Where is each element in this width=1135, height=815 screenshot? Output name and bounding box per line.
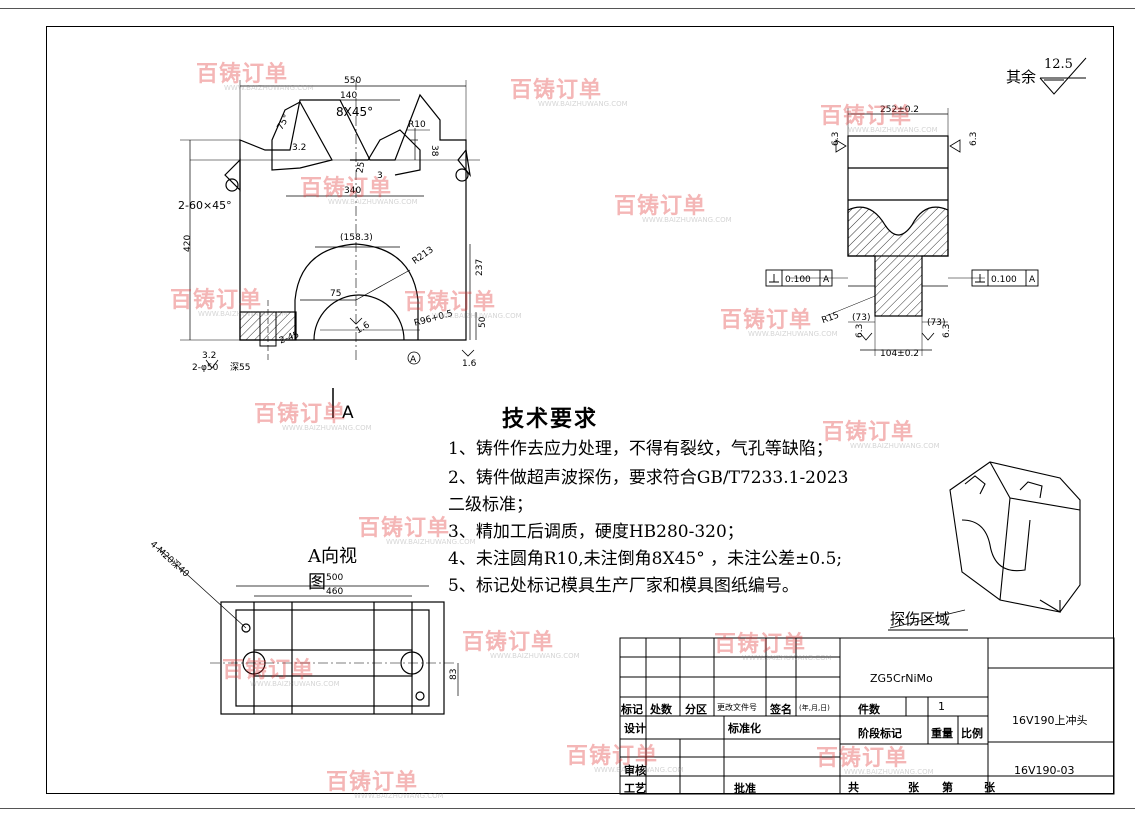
rough-3-2-top: 3.2 [292, 143, 306, 153]
roughness-label: 其余 [1006, 68, 1037, 86]
rough-3-2-bottom: 3.2 [202, 351, 216, 361]
dim-25: 25 [356, 161, 368, 174]
tb-count-value: 1 [938, 700, 945, 713]
tech-line-4: 3、精加工后调质，硬度HB280-320； [448, 522, 744, 542]
datum-a-label: A [410, 355, 417, 365]
a-view-title-1: A向视 [308, 546, 357, 567]
rough-left: 6.3 [831, 132, 841, 146]
a-view [157, 547, 459, 715]
dim-38: 38 [429, 145, 439, 157]
holes-label: 4-M20深40 [148, 539, 192, 580]
title-block-grid [619, 637, 1115, 795]
dim-height-420: 420 [183, 235, 193, 252]
tb-weight: 重量 [931, 727, 953, 740]
tb-part-name: 16V190上冲头 [1012, 714, 1088, 727]
tb-total: 共 [848, 781, 859, 794]
dim-fillet: R10 [408, 120, 426, 130]
side-view [765, 108, 1039, 356]
gdt-right-datum: A [1029, 275, 1036, 285]
dim-overall-width: 550 [344, 76, 361, 86]
drawing-frame [46, 26, 1114, 794]
dim-500: 500 [326, 573, 343, 583]
dim-340: 340 [344, 186, 361, 196]
gdt-left-value: 0.100 [785, 275, 811, 285]
front-view-labels: 550 140 8X45° R10 75° 3.2 25 3 38 340 2-… [178, 76, 488, 373]
tb-sheets: 张 [908, 781, 919, 794]
dim-83: 83 [449, 669, 459, 680]
roughness-value: 12.5 [1044, 57, 1073, 72]
dim-angle: 75° [276, 113, 293, 132]
sheet-bottom-line [0, 808, 1135, 809]
tb-approve: 批准 [734, 782, 756, 795]
iso-label: 探伤区域 [890, 610, 950, 628]
dim-r15: R15 [821, 311, 841, 326]
dim-top-opening: 140 [340, 91, 357, 101]
sheet-top-line [0, 8, 1135, 9]
tech-line-6: 5、标记处标记模具生产厂家和模具图纸编号。 [448, 576, 799, 596]
tb-zone: 分区 [685, 703, 707, 716]
tech-line-2: 2、铸件做超声波探伤，要求符合GB/T7233.1-2023 [448, 468, 849, 488]
dim-73-right: (73) [927, 318, 945, 328]
dim-arch-width: (158.3) [340, 233, 373, 243]
rough-1-6-bottom: 1.6 [462, 359, 477, 369]
dim-holes: 2-φ50 [192, 363, 219, 373]
roughness-other: 其余 [1006, 66, 1036, 87]
tb-qty: 处数 [650, 703, 672, 716]
front-view [180, 80, 480, 369]
tb-page: 第 [942, 781, 953, 794]
tb-material: ZG5CrNiMo [870, 672, 933, 685]
tb-drawing-no: 16V190-03 [1014, 764, 1075, 777]
dim-460: 460 [326, 587, 343, 597]
dim-237: 237 [475, 259, 485, 276]
tb-process: 工艺 [624, 782, 646, 795]
rough-right: 6.3 [969, 132, 979, 146]
tech-title: 技术要求 [502, 406, 599, 432]
isometric-view [889, 461, 1081, 629]
dim-side-chamfer: 2-60×45° [178, 199, 232, 212]
dim-3: 3 [377, 171, 383, 181]
tb-standard: 标准化 [728, 722, 761, 735]
rough-bottom-left: 6.3 [855, 324, 865, 338]
tb-design: 设计 [624, 722, 646, 735]
tb-stage: 阶段标记 [858, 727, 902, 740]
tech-line-1: 1、铸件作去应力处理，不得有裂纹，气孔等缺陷； [448, 439, 833, 459]
tech-lines: 1、铸件作去应力处理，不得有裂纹，气孔等缺陷； 2、铸件做超声波探伤，要求符合G… [448, 438, 848, 602]
tb-sign: 签名 [770, 703, 792, 716]
dim-50: 50 [478, 316, 488, 328]
a-view-title-2: 图 [308, 572, 326, 593]
tb-mark: 标记 [621, 703, 643, 716]
dim-75: 75 [330, 289, 341, 299]
roughness-symbol [1039, 57, 1087, 95]
dim-holes-depth: 深55 [230, 362, 250, 373]
tb-sheets-2: 张 [984, 781, 995, 794]
dim-chamfer-main: 8X45° [336, 105, 373, 119]
view-marker-a: A [342, 403, 354, 423]
tech-line-3: 二级标准； [448, 495, 533, 515]
tb-count-label: 件数 [858, 703, 880, 716]
dim-arch-radius: R213 [411, 245, 436, 267]
tb-doc: 更改文件号 [717, 703, 757, 712]
gdt-right-value: 0.100 [991, 275, 1017, 285]
dim-r96: R96+0.5 [413, 309, 454, 329]
rough-bottom-right: 6.3 [942, 324, 952, 338]
dim-73-left: (73) [852, 313, 870, 323]
tb-date: (年,月,日) [799, 704, 830, 712]
side-view-labels: 252±0.2 6.3 6.3 0.100 A 0.100 A R15 (73)… [785, 105, 1036, 359]
dim-top-width: 252±0.2 [880, 105, 919, 115]
tb-scale: 比例 [961, 727, 983, 740]
dim-bottom-width: 104±0.2 [880, 349, 919, 359]
gdt-left-datum: A [823, 275, 830, 285]
tb-review: 审核 [624, 764, 646, 777]
tech-line-5: 4、未注圆角R10,未注倒角8X45° ，未注公差±0.5; [448, 549, 843, 569]
